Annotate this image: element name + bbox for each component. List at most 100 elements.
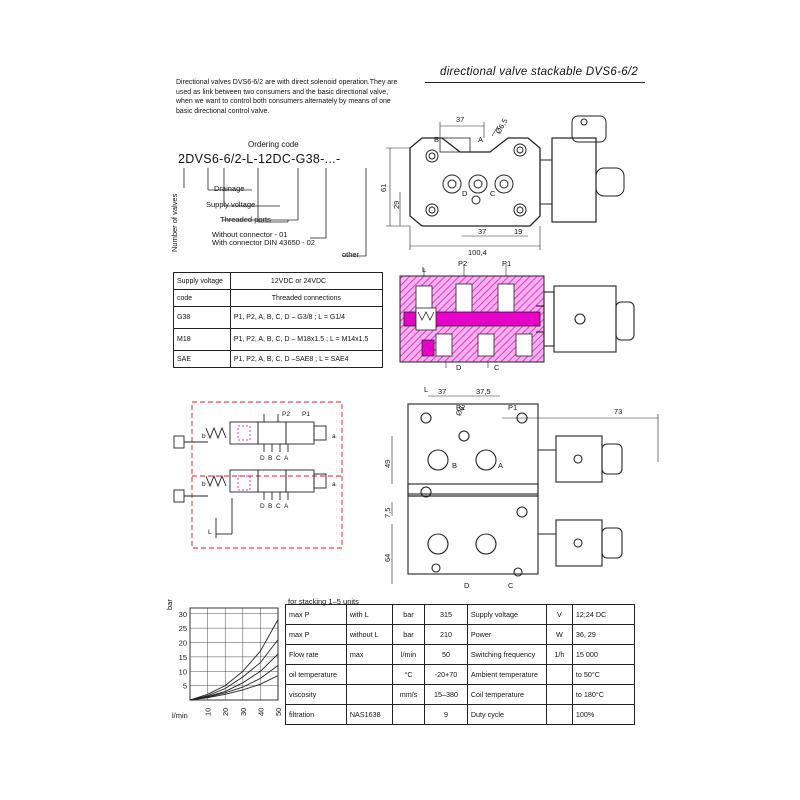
port-c-label: C	[490, 189, 496, 198]
schem-aa1: A	[284, 455, 289, 462]
spec-cell: NAS1638	[345, 704, 393, 725]
ordering-code-label: Ordering code	[248, 140, 299, 149]
row-code: M18	[173, 328, 231, 351]
row-desc: P1, P2, A, B, C, D – M18x1.5 ; L = M14x1…	[229, 328, 384, 351]
without-connector-label: Without connector - 01	[212, 230, 288, 239]
chart-ytick: 25	[179, 624, 187, 633]
dim-37-top: 37	[456, 115, 464, 124]
dim-19: 19	[514, 227, 522, 236]
chart-xtick: 50	[274, 708, 283, 716]
chart-xlabel: l/min	[172, 711, 188, 720]
schem-p2: P2	[282, 411, 290, 418]
chart-xtick: 10	[204, 708, 213, 716]
col-code-header: code	[173, 289, 231, 307]
section-port-p2: P2	[458, 259, 467, 268]
spec-cell: Power	[466, 624, 548, 645]
spec-cell: Switching frequency	[466, 644, 548, 665]
stack-dim-64: 64	[383, 554, 392, 562]
spec-cell: 315	[424, 604, 468, 625]
spec-cell	[546, 704, 573, 725]
spec-cell: -20+70	[424, 664, 468, 685]
other-label: other	[342, 250, 360, 259]
spec-cell: °C	[391, 664, 426, 685]
stack-dim-dia6: Ø6	[454, 404, 467, 417]
spec-cell: W	[546, 624, 573, 645]
dim-100-4: 100,4	[468, 248, 487, 257]
section-port-l: L	[422, 265, 426, 274]
supply-label-cell: Supply voltage	[173, 272, 231, 290]
chart-ytick: 30	[179, 610, 187, 619]
schem-d2: D	[260, 503, 265, 510]
port-d-label: D	[462, 189, 468, 198]
dim-29: 29	[392, 201, 401, 209]
spec-cell: max P	[285, 624, 347, 645]
chart-xtick: 40	[256, 708, 265, 716]
spec-cell: max	[345, 644, 393, 665]
schem-b2: b	[202, 481, 206, 488]
spec-cell	[546, 664, 573, 685]
schem-c1: C	[276, 455, 281, 462]
spec-cell: Supply voltage	[466, 604, 548, 625]
spec-cell: filtration	[285, 704, 347, 725]
schem-aa2: A	[284, 503, 289, 510]
spec-cell: bar	[391, 604, 426, 625]
dim-hole-dia: Ø6,5	[494, 117, 510, 136]
schem-b1: b	[202, 433, 206, 440]
spec-cell: Ambient temperature	[466, 664, 548, 685]
drainage-label: Drainage	[214, 184, 245, 193]
section-port-p1: P1	[502, 259, 511, 268]
col-threaded-header: Threaded connections	[229, 289, 384, 307]
schem-a1: a	[332, 433, 336, 440]
schem-l: L	[208, 529, 212, 536]
spec-cell: 15 000	[571, 644, 636, 665]
supply-value-cell: 12VDC or 24VDC	[229, 272, 384, 290]
section-drawing: L P2 P1 D C	[399, 259, 635, 372]
chart-series-line-5	[189, 675, 279, 701]
section-port-d: D	[456, 363, 462, 372]
spec-cell: oil temperature	[285, 664, 347, 685]
stack-drawing: 37 37,5 Ø6 73 49 7,5 64 L P2 P1 B A D C	[383, 385, 659, 590]
row-code: SAE	[173, 350, 231, 368]
chart-series-line-4	[189, 665, 279, 701]
chart-ylabel: bar	[165, 599, 174, 610]
threaded-ports-label: Threaded ports	[220, 215, 271, 224]
spec-cell: Coil temperature	[466, 684, 548, 705]
page-title: directional valve stackable DVS6-6/2	[440, 66, 639, 78]
chart-series-line-3	[189, 653, 279, 701]
spec-cell	[546, 684, 573, 705]
spec-cell: without L	[345, 624, 393, 645]
spec-cell: mm/s	[391, 684, 426, 705]
chart-series	[189, 619, 279, 701]
stack-port-b: B	[452, 461, 457, 470]
schem-a2: a	[332, 481, 336, 488]
chart-xtick: 20	[221, 708, 230, 716]
threaded-connections-table: Supply voltage 12VDC or 24VDC code Threa…	[173, 272, 384, 368]
stacking-label: for stacking 1–5 units	[288, 597, 359, 606]
dim-37-bottom: 37	[478, 227, 486, 236]
schem-p1: P1	[302, 411, 310, 418]
stack-dim-37-5: 37,5	[476, 387, 491, 396]
spec-cell: 1/h	[546, 644, 573, 665]
chart-frame	[189, 607, 279, 701]
spec-cell: 210	[424, 624, 468, 645]
ordering-leader-lines	[183, 168, 367, 257]
chart-xtick: 30	[239, 708, 248, 716]
schem-bb1: B	[268, 455, 272, 462]
spec-cell: with L	[345, 604, 393, 625]
spec-cell: viscosity	[285, 684, 347, 705]
spec-cell: Flow rate	[285, 644, 347, 665]
stack-port-p1: P1	[508, 403, 517, 412]
stack-port-a: A	[498, 461, 503, 470]
spec-cell: 12;24 DC	[571, 604, 636, 625]
spec-cell: bar	[391, 624, 426, 645]
spec-cell: to 180°C	[571, 684, 636, 705]
port-b-label: B	[434, 135, 439, 144]
